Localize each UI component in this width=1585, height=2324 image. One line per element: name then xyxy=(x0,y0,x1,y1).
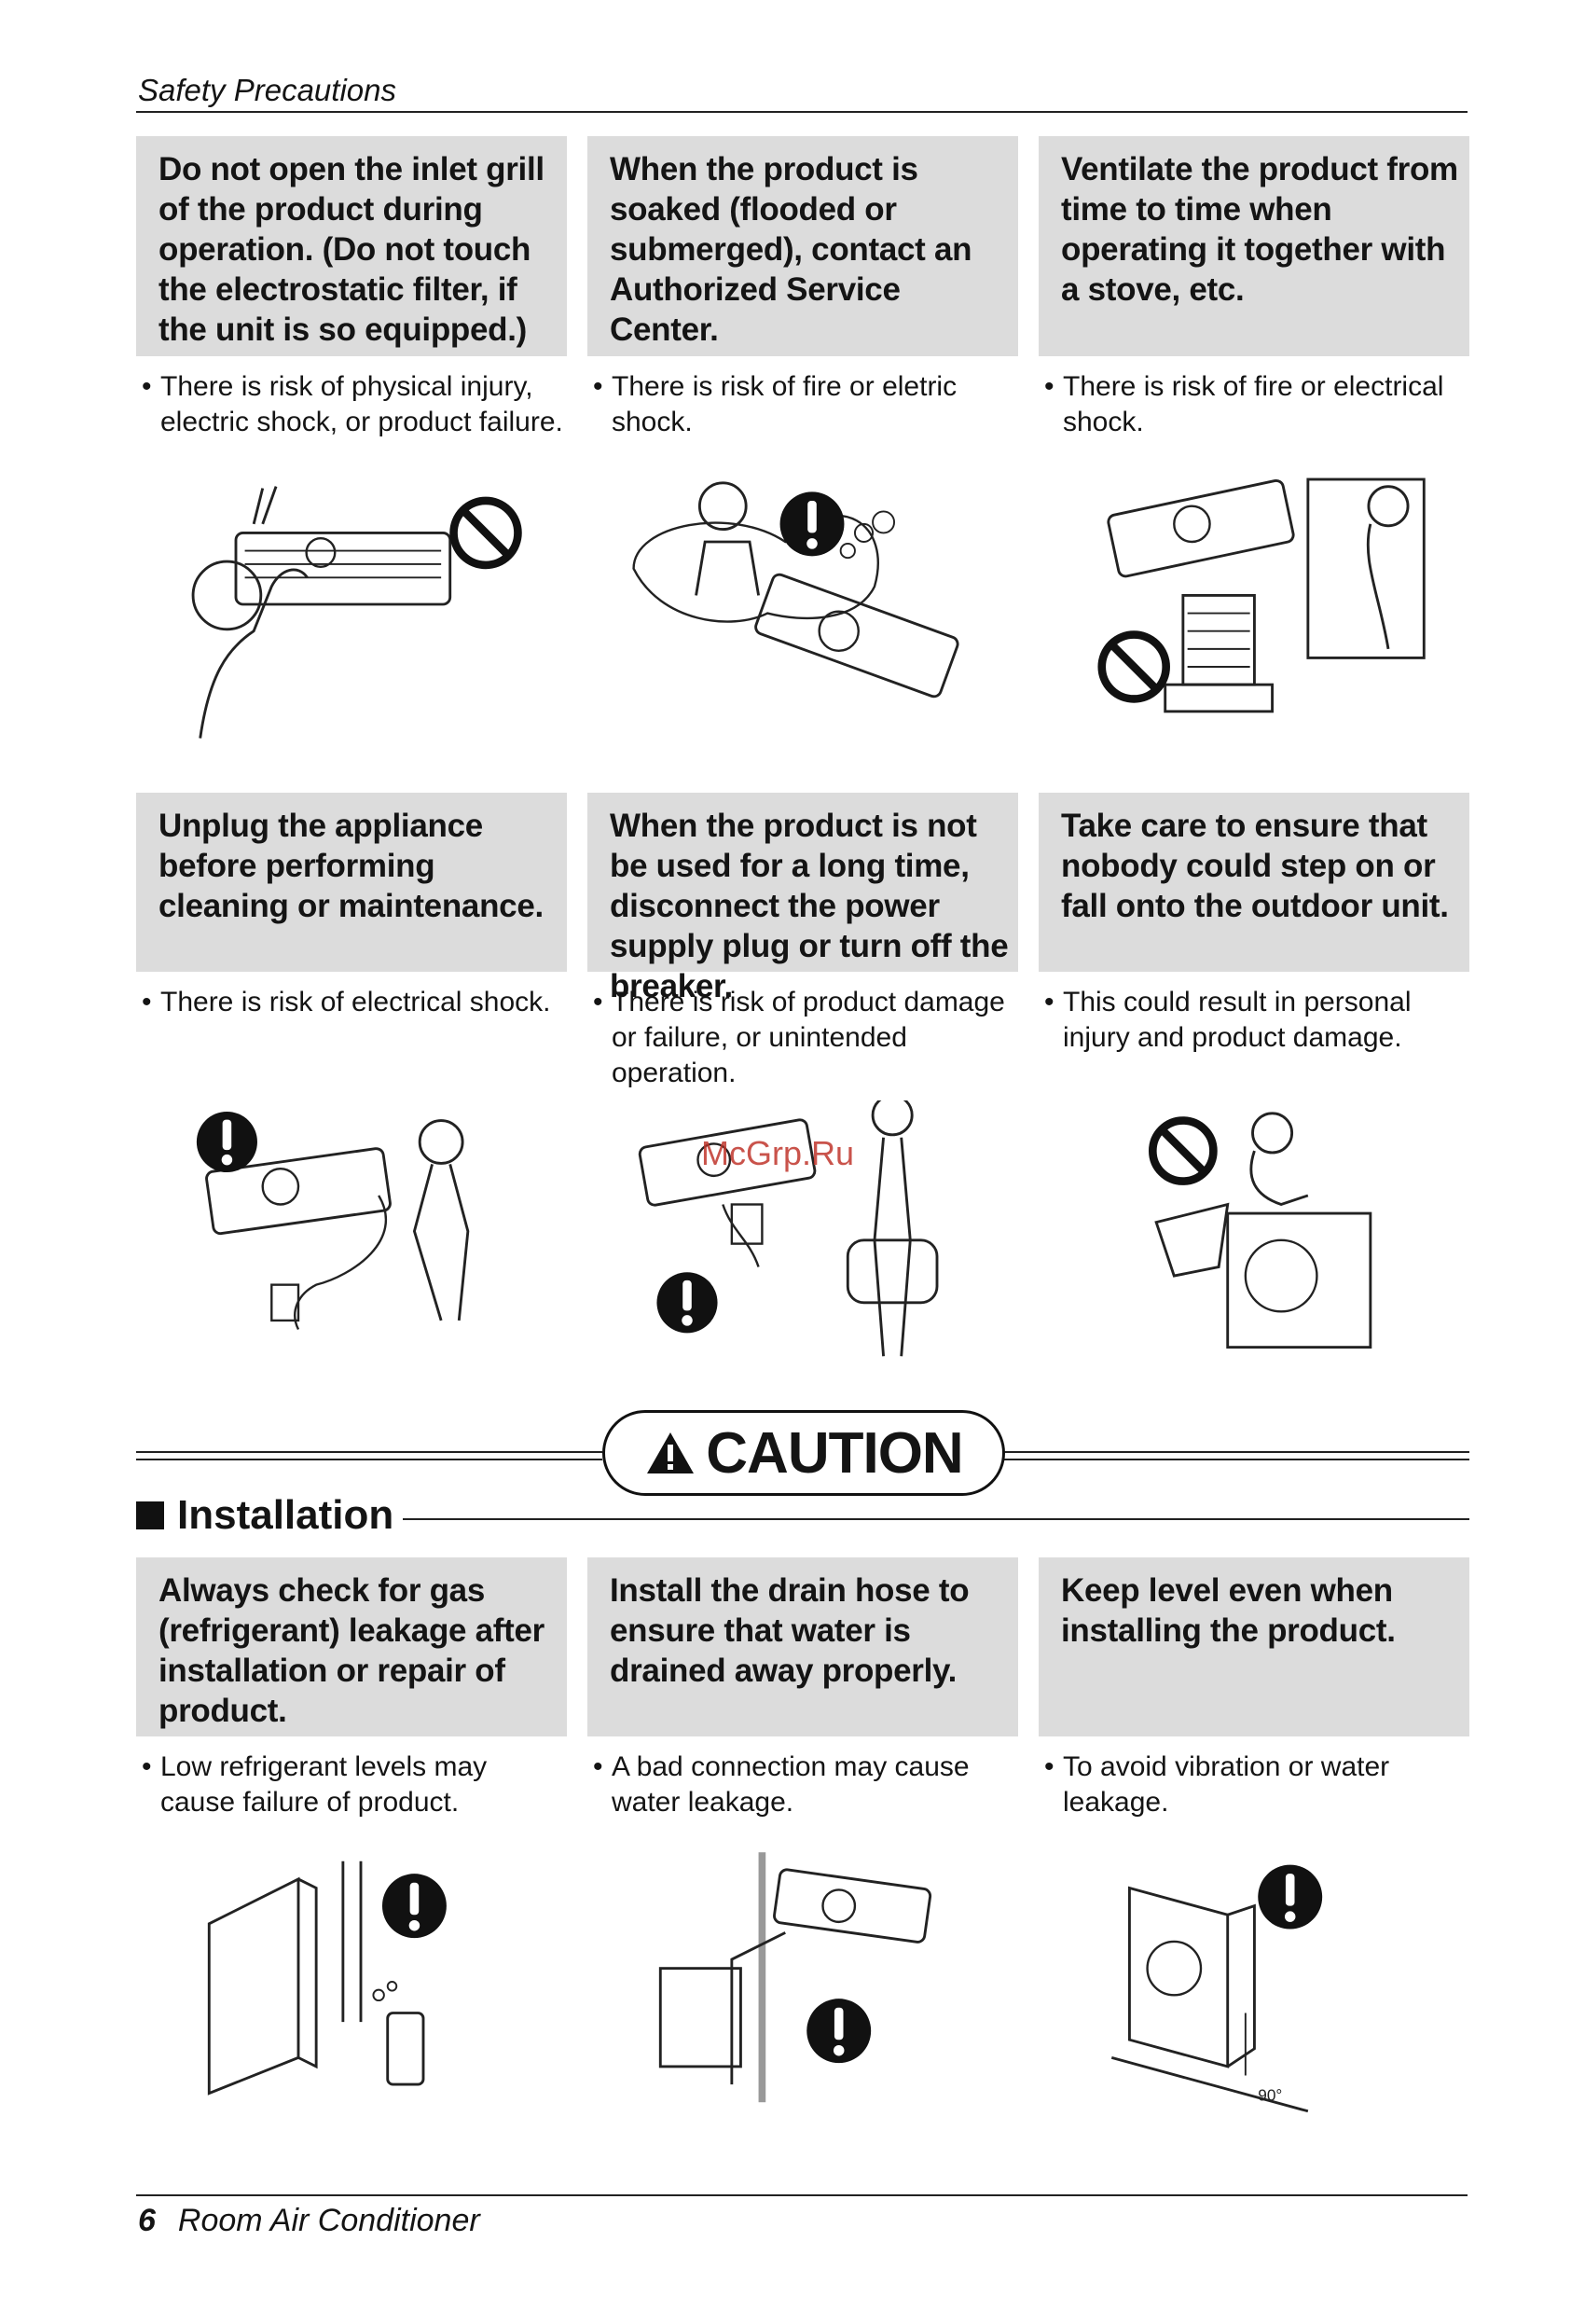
page-footer: 6 Room Air Conditioner xyxy=(138,2203,480,2239)
section-divider xyxy=(403,1518,1469,1520)
caution-title: Install the drain hose to ensure that wa… xyxy=(587,1557,1018,1736)
warning-bullet: •There is risk of fire or eletric shock. xyxy=(593,371,958,437)
header-divider xyxy=(136,111,1468,113)
illustration-drain-hose xyxy=(625,1847,999,2117)
caution-label: CAUTION xyxy=(706,1420,963,1486)
illustration-unplug-before-cleaning xyxy=(173,1100,548,1371)
illustration-outdoor-unit-step xyxy=(1076,1100,1451,1371)
warning-bullet: •There is risk of electrical shock. xyxy=(142,987,551,1017)
section-square-icon xyxy=(136,1501,164,1529)
caution-rule-left xyxy=(136,1451,602,1460)
mandatory-icon xyxy=(779,491,845,557)
page-number: 6 xyxy=(138,2203,156,2238)
caution-rule-right xyxy=(1001,1451,1469,1460)
mandatory-icon xyxy=(806,1999,872,2064)
watermark: McGrp.Ru xyxy=(701,1134,855,1172)
warnings-row-2: Unplug the appliance before performing c… xyxy=(136,793,1469,1371)
caution-bullet: •To avoid vibration or water leakage. xyxy=(1044,1751,1390,1818)
warning-bullet: •There is risk of physical injury, elect… xyxy=(142,371,563,437)
prohibition-icon xyxy=(1097,630,1170,703)
mandatory-icon xyxy=(1258,1864,1323,1930)
illustration-submerged-unit xyxy=(625,464,999,744)
warning-card: Unplug the appliance before performing c… xyxy=(136,793,567,1371)
illustration-keep-level: 90° xyxy=(1076,1847,1451,2117)
section-heading: Installation xyxy=(136,1492,393,1539)
illustration-gas-leak-check xyxy=(173,1847,548,2117)
warning-card: Take care to ensure that nobody could st… xyxy=(1039,793,1469,1371)
caution-card: Always check for gas (refrigerant) leaka… xyxy=(136,1557,567,2136)
cautions-row-installation: Always check for gas (refrigerant) leaka… xyxy=(136,1557,1469,2136)
running-header: Safety Precautions xyxy=(138,73,396,107)
warning-triangle-icon xyxy=(647,1432,695,1473)
mandatory-icon xyxy=(656,1272,718,1334)
warning-bullet: •There is risk of fire or electrical sho… xyxy=(1044,371,1444,437)
illustration-disconnect-power xyxy=(625,1100,999,1371)
warning-bullet: •This could result in personal injury an… xyxy=(1044,987,1412,1053)
footer-divider xyxy=(136,2194,1468,2196)
warning-bullet: •There is risk of product damage or fail… xyxy=(593,987,1005,1088)
caution-title: Always check for gas (refrigerant) leaka… xyxy=(136,1557,567,1736)
warning-title: Unplug the appliance before performing c… xyxy=(136,793,567,972)
warning-card: Do not open the inlet grill of the produ… xyxy=(136,136,567,752)
warning-title: When the product is not be used for a lo… xyxy=(587,793,1018,1004)
warning-title: Ventilate the product from time to time … xyxy=(1039,136,1469,356)
warning-title: Take care to ensure that nobody could st… xyxy=(1039,793,1469,972)
illustration-ventilate-with-stove xyxy=(1076,464,1451,744)
caution-card: Keep level even when installing the prod… xyxy=(1039,1557,1469,2136)
caution-bullet: •A bad connection may cause water leakag… xyxy=(593,1751,970,1818)
warning-title: When the product is soaked (flooded or s… xyxy=(587,136,1018,356)
warnings-row-1: Do not open the inlet grill of the produ… xyxy=(136,136,1469,752)
warning-card: Ventilate the product from time to time … xyxy=(1039,136,1469,752)
mandatory-icon xyxy=(196,1111,257,1173)
warning-title: Do not open the inlet grill of the produ… xyxy=(136,136,567,356)
mandatory-icon xyxy=(381,1874,447,1939)
warning-card: When the product is not be used for a lo… xyxy=(587,793,1018,1371)
warning-card: When the product is soaked (flooded or s… xyxy=(587,136,1018,752)
prohibition-icon xyxy=(1149,1116,1218,1185)
illustration-open-inlet-grill xyxy=(173,464,548,744)
caution-bullet: •Low refrigerant levels may cause failur… xyxy=(142,1751,488,1818)
section-title: Installation xyxy=(177,1492,394,1538)
caution-title: Keep level even when installing the prod… xyxy=(1039,1557,1469,1736)
prohibition-icon xyxy=(449,496,522,570)
caution-banner: CAUTION xyxy=(602,1410,1005,1496)
footer-title: Room Air Conditioner xyxy=(177,2203,480,2238)
angle-label: 90° xyxy=(1258,2085,1282,2104)
caution-card: Install the drain hose to ensure that wa… xyxy=(587,1557,1018,2136)
